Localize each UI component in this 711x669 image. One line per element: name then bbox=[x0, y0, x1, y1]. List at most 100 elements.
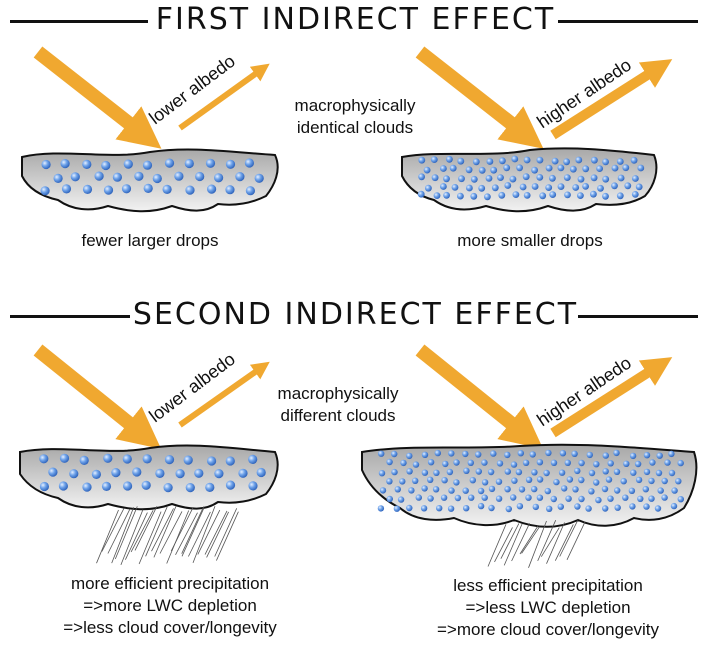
cloud-droplet bbox=[557, 183, 565, 191]
cloud-droplet bbox=[551, 157, 559, 165]
cloud-droplet bbox=[549, 174, 556, 182]
cloud-droplet bbox=[495, 495, 503, 502]
cloud-droplet bbox=[447, 505, 455, 512]
cloud-droplet bbox=[648, 477, 655, 485]
cloud-droplet bbox=[630, 156, 638, 164]
cloud-droplet bbox=[185, 185, 195, 195]
cloud-droplet bbox=[572, 184, 580, 191]
cloud-droplet bbox=[399, 478, 406, 485]
cloud-droplet bbox=[623, 460, 630, 467]
rain-streak bbox=[566, 521, 586, 560]
cloud-droplet bbox=[675, 478, 682, 485]
cloud-droplet bbox=[531, 469, 538, 476]
second-effect-title: SECOND INDIRECT EFFECT bbox=[132, 297, 579, 332]
cloud-droplet bbox=[163, 483, 173, 493]
cloud-droplet bbox=[433, 192, 441, 200]
cloud-droplet bbox=[671, 487, 678, 494]
cloud-droplet bbox=[478, 166, 486, 174]
cloud-droplet bbox=[634, 460, 642, 468]
cloud-droplet bbox=[531, 485, 538, 493]
cloud-droplet bbox=[611, 164, 619, 172]
cloud-droplet bbox=[481, 494, 488, 501]
cloud-droplet bbox=[631, 191, 639, 198]
cloud-droplet bbox=[656, 452, 663, 459]
cloud-droplet bbox=[545, 164, 553, 172]
cloud-droplet bbox=[605, 476, 613, 483]
cloud-droplet bbox=[499, 157, 506, 165]
cloud-droplet bbox=[561, 485, 568, 492]
cloud-droplet bbox=[661, 477, 668, 485]
second-left-caption-line3: =>less cloud cover/longevity bbox=[63, 618, 277, 637]
cloud-droplet bbox=[536, 494, 544, 501]
cloud-droplet bbox=[48, 467, 58, 477]
cloud-droplet bbox=[397, 496, 405, 503]
cloud-droplet bbox=[602, 452, 609, 459]
cloud-droplet bbox=[566, 476, 574, 483]
cloud-droplet bbox=[103, 185, 114, 195]
cloud-droplet bbox=[256, 467, 266, 478]
rain-streak bbox=[114, 506, 138, 560]
cloud-droplet bbox=[677, 496, 684, 503]
cloud-droplet bbox=[490, 166, 498, 174]
cloud-droplet bbox=[458, 175, 465, 183]
cloud-droplet bbox=[504, 486, 511, 493]
cloud-droplet bbox=[545, 184, 553, 192]
cloud-droplet bbox=[111, 468, 121, 478]
cloud-droplet bbox=[478, 184, 486, 192]
cloud-droplet bbox=[629, 452, 637, 460]
cloud-droplet bbox=[516, 164, 523, 172]
cloud-droplet bbox=[121, 184, 132, 194]
cloud-droplet bbox=[377, 505, 385, 512]
rain-streak bbox=[120, 509, 144, 566]
cloud-droplet bbox=[505, 505, 512, 513]
cloud-droplet bbox=[451, 184, 459, 191]
second-left-caption: more efficient precipitation =>more LWC … bbox=[20, 573, 320, 639]
cloud-droplet bbox=[433, 469, 440, 476]
cloud-droplet bbox=[400, 459, 407, 467]
cloud-droplet bbox=[469, 477, 476, 484]
cloud-droplet bbox=[254, 173, 264, 183]
cloud-droplet bbox=[470, 175, 478, 183]
cloud-droplet bbox=[523, 156, 531, 164]
cloud-droplet bbox=[112, 172, 122, 182]
cloud-droplet bbox=[620, 478, 627, 485]
cloud-droplet bbox=[70, 172, 80, 182]
cloud-droplet bbox=[496, 460, 504, 467]
cloud-droplet bbox=[550, 495, 557, 503]
cloud-droplet bbox=[427, 459, 435, 466]
cloud-droplet bbox=[648, 495, 655, 502]
cloud-droplet bbox=[602, 158, 609, 166]
cloud-droplet bbox=[531, 183, 539, 190]
cloud-droplet bbox=[60, 159, 70, 169]
cloud-droplet bbox=[82, 482, 92, 492]
cloud-droplet bbox=[510, 461, 518, 468]
cloud-droplet bbox=[185, 483, 195, 493]
cloud-droplet bbox=[504, 468, 511, 475]
cloud-droplet bbox=[391, 450, 398, 458]
cloud-droplet bbox=[536, 174, 544, 181]
cloud-droplet bbox=[655, 469, 663, 477]
cloud-droplet bbox=[495, 478, 503, 485]
cloud-droplet bbox=[386, 458, 393, 466]
cloud-droplet bbox=[434, 449, 441, 457]
cloud-droplet bbox=[207, 456, 217, 466]
cloud-droplet bbox=[432, 486, 440, 493]
cloud-droplet bbox=[487, 468, 495, 476]
cloud-droplet bbox=[611, 182, 618, 190]
cloud-droplet bbox=[574, 503, 581, 510]
cloud-droplet bbox=[519, 183, 527, 191]
cloud-droplet bbox=[394, 486, 401, 493]
cloud-droplet bbox=[564, 459, 571, 466]
cloud-droplet bbox=[596, 165, 603, 173]
cloud-droplet bbox=[578, 459, 585, 467]
cloud-droplet bbox=[637, 164, 645, 172]
cloud-droplet bbox=[590, 190, 597, 198]
cloud-droplet bbox=[164, 158, 175, 168]
cloud-droplet bbox=[585, 505, 592, 512]
cloud-droplet bbox=[477, 487, 485, 495]
cloud-droplet bbox=[103, 453, 113, 463]
cloud-droplet bbox=[557, 503, 564, 510]
reflected-light-arrow bbox=[550, 357, 673, 438]
rain-streak bbox=[511, 523, 530, 562]
rain-streak bbox=[204, 510, 228, 555]
